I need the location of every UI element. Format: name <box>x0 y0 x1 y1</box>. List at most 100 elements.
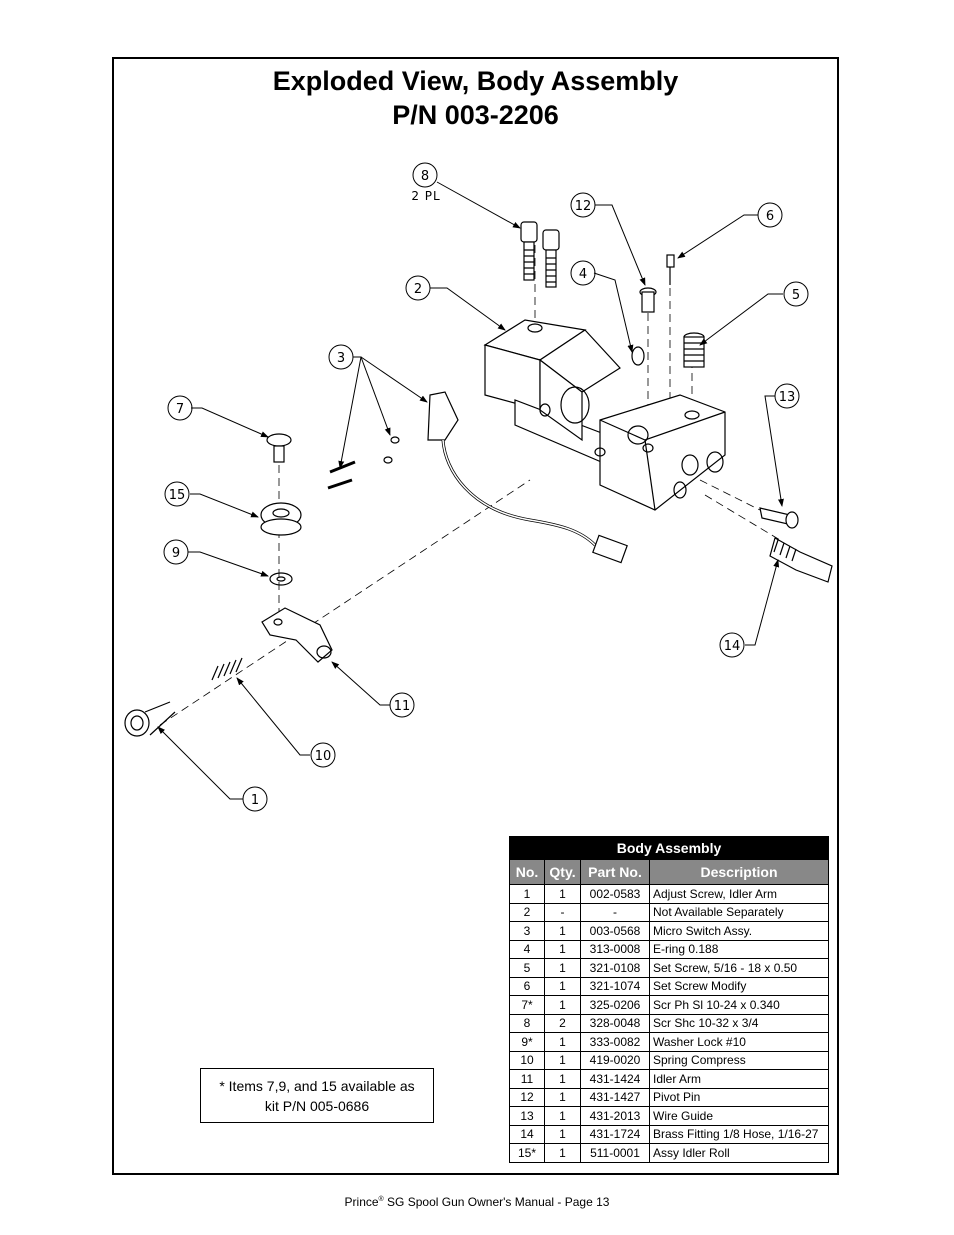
cell-description: E-ring 0.188 <box>649 939 829 959</box>
cell-no: 8 <box>509 1013 545 1033</box>
cell-qty: 1 <box>544 1143 581 1163</box>
cell-no: 4 <box>509 939 545 959</box>
page-footer: Prince® SG Spool Gun Owner's Manual - Pa… <box>0 1195 954 1209</box>
callout-14: 14 <box>724 639 741 654</box>
callout-4: 4 <box>579 267 587 282</box>
idler-roll <box>260 502 302 536</box>
wire-guide <box>759 507 799 529</box>
cell-qty: 1 <box>544 884 581 904</box>
kit-note-line-1: * Items 7,9, and 15 available as <box>219 1078 415 1094</box>
callout-9-circle <box>163 539 189 565</box>
cell-part-no: 431-1427 <box>580 1087 650 1107</box>
cell-description: Pivot Pin <box>649 1087 829 1107</box>
cell-no: 13 <box>509 1106 545 1126</box>
cell-no: 3 <box>509 921 545 941</box>
cell-description: Assy Idler Roll <box>649 1143 829 1163</box>
cell-part-no: 431-1424 <box>580 1069 650 1089</box>
cell-qty: 1 <box>544 976 581 996</box>
col-header-part-no: Part No. <box>580 859 650 885</box>
cell-part-no: 511-0001 <box>580 1143 650 1163</box>
callout-10-circle <box>310 742 336 768</box>
cell-description: Spring Compress <box>649 1050 829 1070</box>
cell-no: 11 <box>509 1069 545 1089</box>
callout-12: 12 <box>575 199 592 214</box>
cell-qty: 1 <box>544 1050 581 1070</box>
body-block <box>483 319 726 511</box>
registered-mark: ® <box>378 1196 384 1203</box>
cell-part-no: 002-0583 <box>580 884 650 904</box>
cell-qty: 1 <box>544 1087 581 1107</box>
e-ring <box>631 346 645 366</box>
cell-description: Wire Guide <box>649 1106 829 1126</box>
cell-qty: - <box>544 902 581 922</box>
cell-part-no: 003-0568 <box>580 921 650 941</box>
cell-qty: 1 <box>544 921 581 941</box>
cell-description: Not Available Separately <box>649 902 829 922</box>
callout-6: 6 <box>766 209 774 224</box>
cell-no: 12 <box>509 1087 545 1107</box>
callout-5-circle <box>783 281 809 307</box>
callout-circles <box>163 162 809 812</box>
cell-part-no: 431-2013 <box>580 1106 650 1126</box>
callout-10: 10 <box>315 749 332 764</box>
callout-8-note: 2 PL <box>411 189 440 203</box>
kit-note-box: * Items 7,9, and 15 available as kit P/N… <box>200 1068 434 1123</box>
cell-part-no: 325-0206 <box>580 995 650 1015</box>
callout-7: 7 <box>176 402 184 417</box>
set-screw-modify <box>666 254 675 285</box>
cell-part-no: 321-1074 <box>580 976 650 996</box>
parts-table: Body Assembly No. Qty. Part No. Descript… <box>509 836 829 1163</box>
cell-no: 10 <box>509 1050 545 1070</box>
callout-14-circle <box>719 632 745 658</box>
callout-5: 5 <box>792 288 800 303</box>
callout-15: 15 <box>169 488 186 503</box>
brass-fitting <box>769 537 833 583</box>
callout-8-circle <box>412 162 438 188</box>
table-row: 2--Not Available Separately <box>509 902 829 922</box>
cell-qty: 1 <box>544 958 581 978</box>
kit-note-line-2: kit P/N 005-0686 <box>264 1098 370 1114</box>
cell-no: 14 <box>509 1124 545 1144</box>
cell-part-no: 328-0048 <box>580 1013 650 1033</box>
cell-qty: 1 <box>544 1106 581 1126</box>
cell-description: Set Screw Modify <box>649 976 829 996</box>
callout-1-circle <box>242 786 268 812</box>
callout-4-circle <box>570 260 596 286</box>
pan-head-screw <box>266 433 292 463</box>
cell-qty: 1 <box>544 1032 581 1052</box>
callout-9: 9 <box>172 546 180 561</box>
cell-qty: 1 <box>544 1069 581 1089</box>
col-header-no: No. <box>509 859 545 885</box>
callout-2: 2 <box>414 282 422 297</box>
page-title: Exploded View, Body Assembly <box>272 66 679 96</box>
cell-part-no: 419-0020 <box>580 1050 650 1070</box>
callout-1: 1 <box>251 793 259 808</box>
cell-description: Idler Arm <box>649 1069 829 1089</box>
cell-no: 15* <box>509 1143 545 1163</box>
compression-spring <box>211 657 243 681</box>
cell-no: 5 <box>509 958 545 978</box>
callout-15-circle <box>164 481 190 507</box>
page-frame <box>112 57 839 1175</box>
callout-8: 8 <box>421 169 429 184</box>
callout-12-circle <box>570 192 596 218</box>
cell-description: Scr Ph Sl 10-24 x 0.340 <box>649 995 829 1015</box>
leader-lines <box>157 181 784 800</box>
table-caption: Body Assembly <box>509 836 829 860</box>
cell-no: 9* <box>509 1032 545 1052</box>
cell-description: Brass Fitting 1/8 Hose, 1/16-27 <box>649 1124 829 1144</box>
cell-part-no: 431-1724 <box>580 1124 650 1144</box>
callout-3-circle <box>328 344 354 370</box>
callout-7-circle <box>167 395 193 421</box>
cell-description: Scr Shc 10-32 x 3/4 <box>649 1013 829 1033</box>
cell-qty: 1 <box>544 939 581 959</box>
callout-13: 13 <box>779 390 796 405</box>
